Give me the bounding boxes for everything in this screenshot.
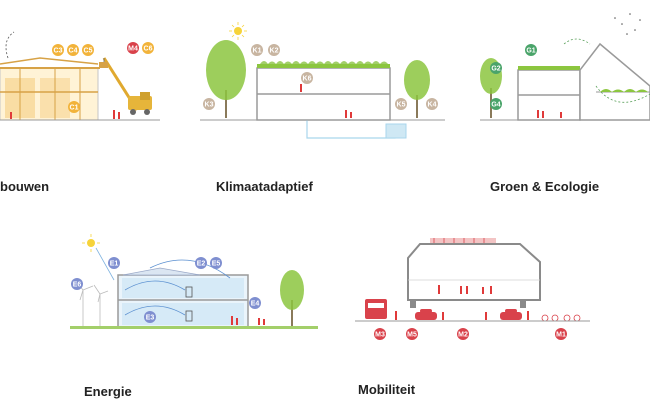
panel-title-mobiliteit: Mobiliteit: [358, 382, 416, 397]
panel-bouwen: C3 C4 C5 C1 M4 C6: [0, 31, 160, 121]
badge-C4: C4: [67, 44, 79, 56]
sun-icon: [234, 27, 242, 35]
badge-K5: K5: [395, 98, 407, 110]
svg-text:C4: C4: [69, 48, 78, 55]
badge-C1: C1: [68, 101, 80, 113]
panel-title-klimaatadaptief: Klimaatadaptief: [216, 179, 313, 194]
badge-K1: K1: [251, 44, 263, 56]
svg-text:G1: G1: [526, 48, 535, 55]
svg-text:K4: K4: [428, 102, 437, 109]
badge-M5: M5: [406, 328, 418, 340]
badge-E6: E6: [71, 278, 83, 290]
tree-icon: [206, 40, 246, 100]
badge-E4: E4: [249, 297, 261, 309]
badge-C6: C6: [142, 42, 154, 54]
svg-text:E4: E4: [251, 301, 260, 308]
svg-text:C3: C3: [54, 48, 63, 55]
svg-text:M1: M1: [556, 332, 566, 339]
badge-K6: K6: [301, 72, 313, 84]
badge-E2: E2: [195, 257, 207, 269]
badge-K4: K4: [426, 98, 438, 110]
car-icon: [415, 312, 437, 320]
bicycle-icon: [541, 314, 581, 322]
svg-text:M3: M3: [375, 332, 385, 339]
tree-icon-right: [404, 60, 430, 100]
panel-title-bouwen: bouwen: [0, 179, 50, 194]
panel-groen-ecologie: G1 G2 G4: [480, 13, 650, 121]
wind-turbine-icon: [74, 279, 109, 326]
badge-K2: K2: [268, 44, 280, 56]
badge-G2: G2: [490, 62, 502, 74]
svg-text:K6: K6: [303, 76, 312, 83]
badge-M4: M4: [127, 42, 139, 54]
badge-E5: E5: [210, 257, 222, 269]
svg-text:C1: C1: [70, 105, 79, 112]
svg-text:E1: E1: [110, 261, 119, 268]
badge-M2: M2: [457, 328, 469, 340]
bus-icon: [365, 299, 387, 319]
svg-text:C5: C5: [84, 48, 93, 55]
svg-text:E5: E5: [212, 261, 221, 268]
badge-C5: C5: [82, 44, 94, 56]
svg-text:M5: M5: [407, 332, 417, 339]
svg-text:M4: M4: [128, 46, 138, 53]
svg-text:K3: K3: [205, 102, 214, 109]
badge-E3: E3: [144, 311, 156, 323]
svg-text:K2: K2: [270, 48, 279, 55]
badge-K3: K3: [203, 98, 215, 110]
svg-text:M2: M2: [458, 332, 468, 339]
panel-klimaatadaptief: K1 K2 K6 K3 K5 K4: [200, 22, 445, 139]
badge-G4: G4: [490, 98, 502, 110]
badge-G1: G1: [525, 44, 537, 56]
svg-text:C6: C6: [144, 46, 153, 53]
car-icon-2: [500, 312, 522, 320]
svg-text:K1: K1: [253, 48, 262, 55]
svg-text:K5: K5: [397, 102, 406, 109]
svg-text:E3: E3: [146, 315, 155, 322]
svg-text:G2: G2: [491, 66, 500, 73]
badge-M1: M1: [555, 328, 567, 340]
panel-energie: E1 E2 E5 E6 E4 E3: [70, 234, 318, 329]
panel-title-groen-ecologie: Groen & Ecologie: [490, 179, 600, 194]
badge-M3: M3: [374, 328, 386, 340]
badge-C3: C3: [52, 44, 64, 56]
panel-mobiliteit: M3 M5 M2 M1: [355, 238, 590, 340]
sun-icon-energie: [87, 239, 95, 247]
badge-E1: E1: [108, 257, 120, 269]
svg-text:E2: E2: [197, 261, 206, 268]
svg-text:G4: G4: [491, 102, 500, 109]
panel-title-energie: Energie: [84, 384, 132, 399]
svg-text:E6: E6: [73, 282, 82, 289]
